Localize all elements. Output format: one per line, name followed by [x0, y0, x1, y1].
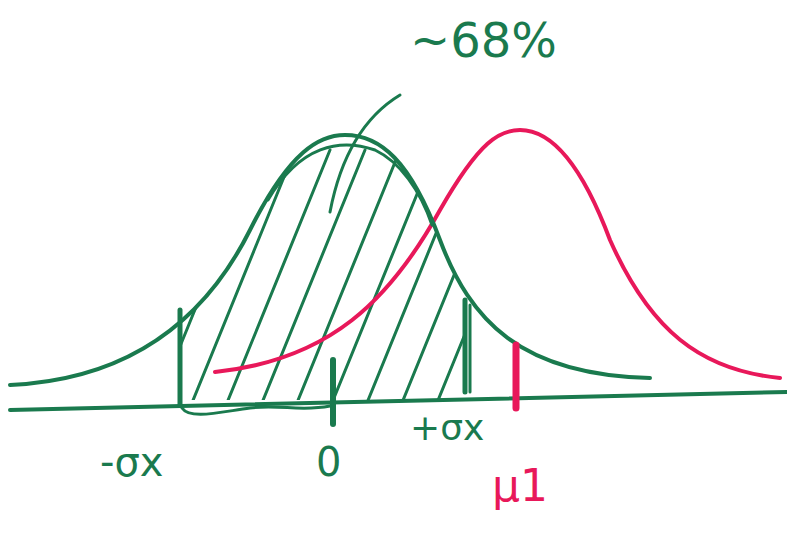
percent-label: ~68%: [410, 14, 557, 67]
red-normal-curve: [215, 130, 780, 378]
mean-tick: [513, 345, 520, 408]
bracket: [182, 406, 330, 414]
tick-mark: [463, 300, 468, 392]
green-normal-curve: [10, 135, 650, 385]
tick-mark: [178, 310, 183, 405]
green-curve-stroke: [268, 145, 432, 225]
mean-label: μ1: [492, 462, 548, 510]
tick-mark: [469, 305, 472, 392]
axis-label: 0: [316, 440, 341, 484]
axis-label: +σx: [410, 408, 484, 448]
leader-line: [330, 95, 400, 212]
tick-mark: [330, 360, 336, 424]
axis-label: -σx: [100, 440, 163, 484]
axis-line: [10, 392, 787, 410]
